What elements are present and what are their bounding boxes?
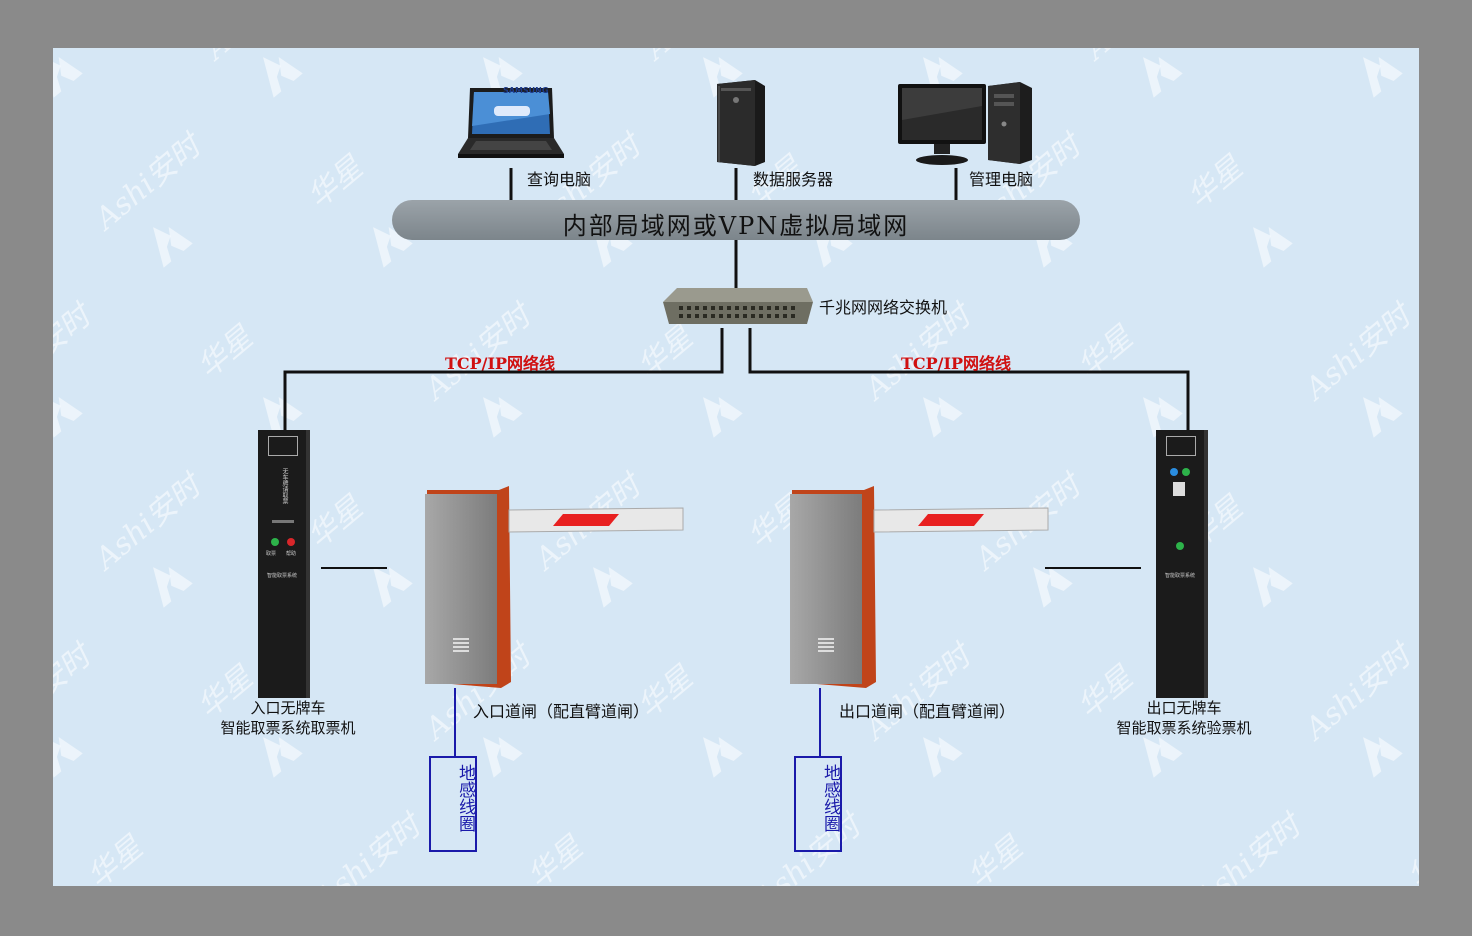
server-icon bbox=[717, 80, 765, 166]
help-button[interactable] bbox=[287, 538, 295, 546]
network-switch-icon bbox=[663, 288, 813, 324]
desktop-pc-icon bbox=[898, 82, 1032, 165]
left-cable-label: TCP/IP网络线 bbox=[445, 354, 556, 373]
exit-kiosk-label-line2: 智能取票系统验票机 bbox=[1116, 719, 1252, 737]
data-server-label: 数据服务器 bbox=[753, 170, 834, 189]
exit-ground-loop: 地感线圈 bbox=[794, 756, 842, 852]
scanner-window bbox=[1173, 482, 1185, 496]
exit-kiosk-footer: 智能取票系统 bbox=[1164, 573, 1195, 579]
take-ticket-button[interactable] bbox=[271, 538, 279, 546]
entrance-loop-label: 地感线圈 bbox=[455, 764, 475, 832]
ticket-slot bbox=[272, 520, 294, 523]
entrance-barrier-label: 入口道闸（配直臂道闸） bbox=[473, 702, 650, 721]
car-icon bbox=[268, 436, 298, 456]
status-light-icon bbox=[1170, 468, 1178, 476]
exit-loop-label: 地感线圈 bbox=[820, 764, 840, 832]
car-icon bbox=[1166, 436, 1196, 456]
laptop-icon bbox=[458, 88, 564, 158]
entrance-barrier-gate bbox=[425, 486, 684, 688]
entrance-kiosk-label-line1: 入口无牌车 bbox=[250, 699, 326, 717]
entrance-kiosk-label-line2: 智能取票系统取票机 bbox=[220, 719, 356, 737]
entrance-kiosk-footer: 智能取票系统 bbox=[266, 573, 297, 579]
lan-bar: 内部局域网或VPN虚拟局域网 bbox=[392, 200, 1080, 240]
laptop-brand: SAMSUNG bbox=[503, 86, 549, 95]
query-pc-label: 查询电脑 bbox=[527, 170, 592, 189]
exit-kiosk-label-line1: 出口无牌车 bbox=[1146, 699, 1222, 717]
entrance-kiosk: 无车牌请取票 取票 帮助 智能取票系统 bbox=[258, 430, 310, 698]
diagram-canvas: 华星Ashi安时华星Ashi安时华星Ashi安时华星Ashi安时华星Ashi安时… bbox=[53, 48, 1419, 886]
verify-button[interactable] bbox=[1176, 542, 1184, 550]
exit-kiosk-label: 出口无牌车 智能取票系统验票机 bbox=[1089, 698, 1279, 738]
exit-barrier-label: 出口道闸（配直臂道闸） bbox=[839, 702, 1016, 721]
take-ticket-label: 取票 bbox=[266, 551, 277, 557]
switch-label: 千兆网网络交换机 bbox=[819, 298, 948, 317]
connection-lines bbox=[283, 168, 1190, 756]
lan-label: 内部局域网或VPN虚拟局域网 bbox=[562, 212, 910, 240]
entrance-kiosk-label: 入口无牌车 智能取票系统取票机 bbox=[193, 698, 383, 738]
help-label: 帮助 bbox=[286, 551, 297, 557]
exit-kiosk: 智能取票系统 bbox=[1156, 430, 1208, 698]
entrance-kiosk-text: 无车牌请取票 bbox=[281, 468, 288, 504]
status-light-icon bbox=[1182, 468, 1190, 476]
exit-barrier-gate bbox=[790, 486, 1049, 688]
entrance-ground-loop: 地感线圈 bbox=[429, 756, 477, 852]
right-cable-label: TCP/IP网络线 bbox=[901, 354, 1012, 373]
admin-pc-label: 管理电脑 bbox=[969, 170, 1034, 189]
